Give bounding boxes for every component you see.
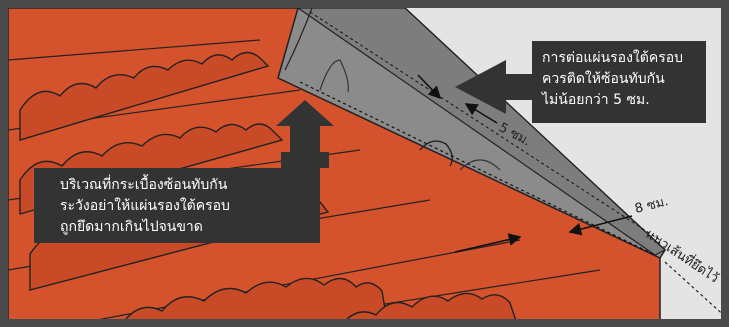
overlap-note-line-3: ไม่น้อยกว่า 5 ซม. (542, 90, 698, 111)
overlap-note-line-2: ควรติดให้ซ้อนทับกัน (542, 69, 698, 90)
tear-warning-line-1: บริเวณที่กระเบื้องซ้อนทับกัน (60, 175, 312, 196)
tear-warning-callout: บริเวณที่กระเบื้องซ้อนทับกัน ระวังอย่าให… (34, 168, 320, 243)
overlap-note-line-1: การต่อแผ่นรองใต้ครอบ (542, 48, 698, 69)
overlap-note-callout: การต่อแผ่นรองใต้ครอบ ควรติดให้ซ้อนทับกัน… (532, 41, 706, 123)
tear-warning-line-3: ถูกยึดมากเกินไปจนขาด (60, 217, 312, 238)
tear-warning-line-2: ระวังอย่าให้แผ่นรองใต้ครอบ (60, 196, 312, 217)
